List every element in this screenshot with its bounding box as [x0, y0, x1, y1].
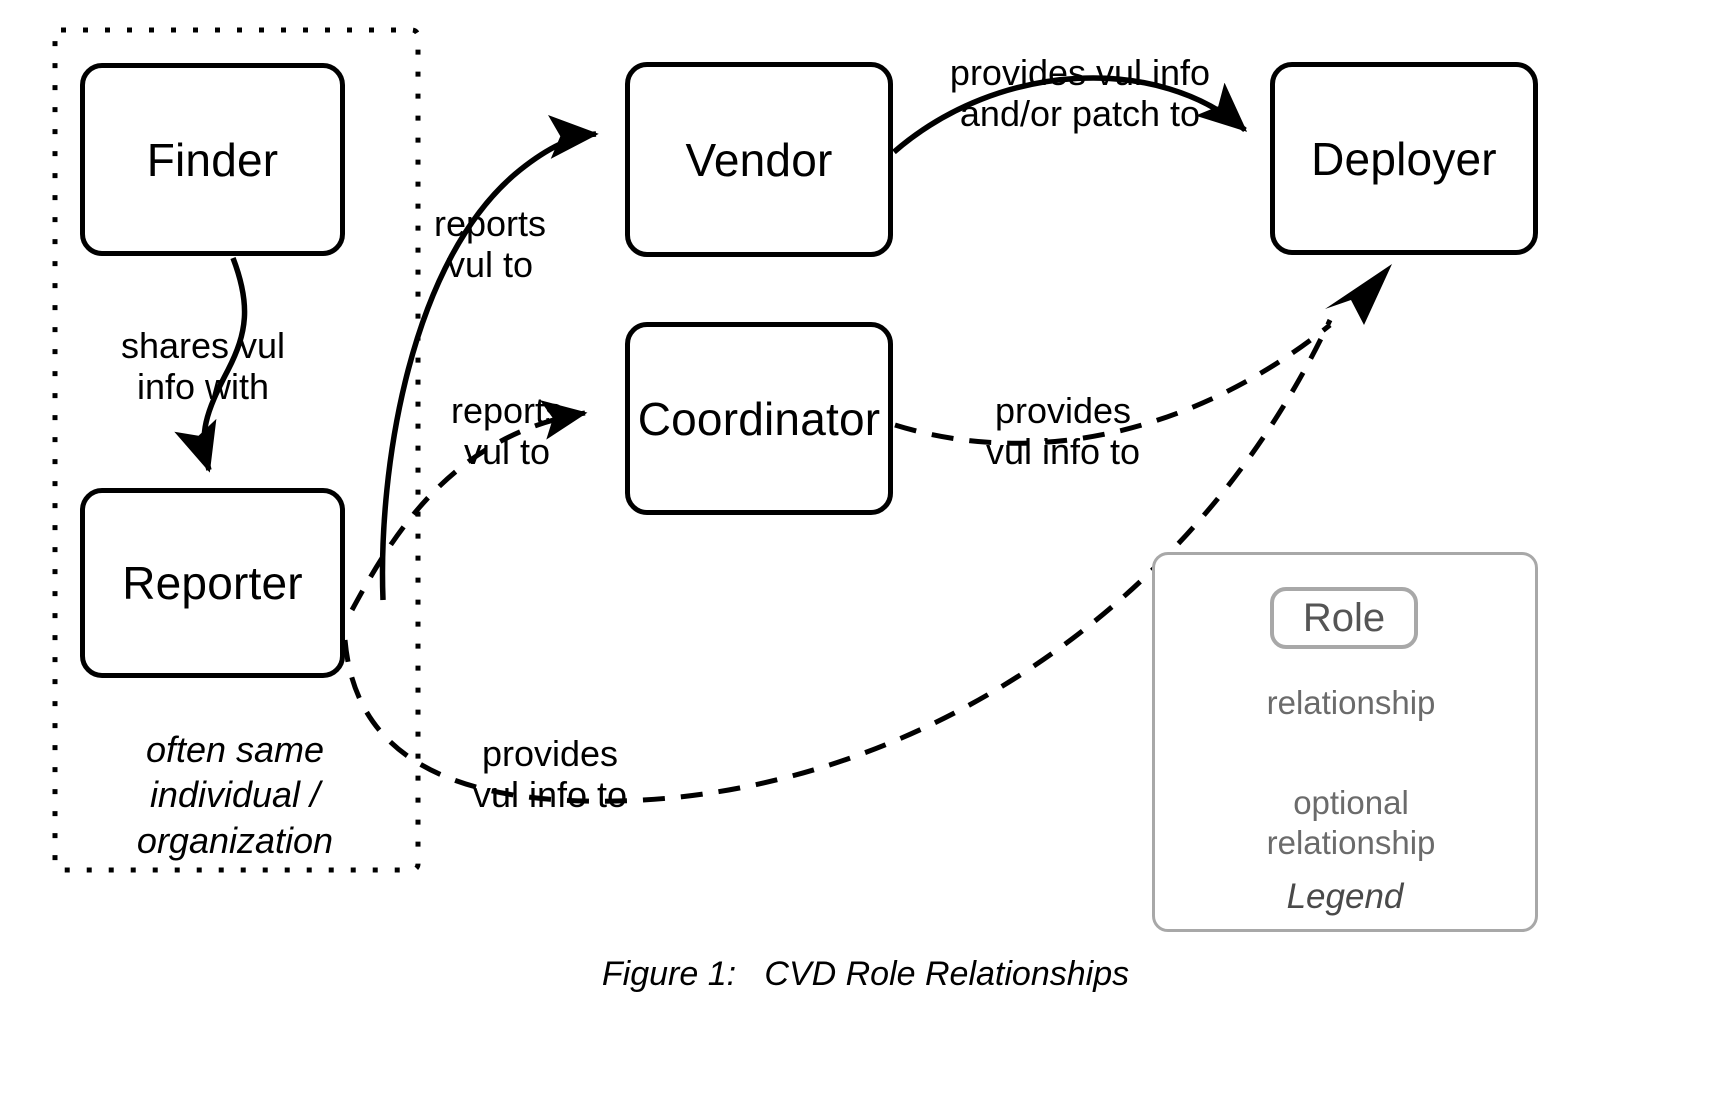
edge-reporter-deployer — [342, 318, 1333, 804]
edge-label-finder-reporter: shares vul info with — [120, 325, 286, 408]
node-vendor[interactable]: Vendor — [625, 62, 893, 257]
node-finder[interactable]: Finder — [80, 63, 345, 256]
legend-role-box: Role — [1270, 587, 1418, 649]
node-coordinator[interactable]: Coordinator — [625, 322, 893, 515]
legend-role-label: Role — [1302, 595, 1386, 640]
edge-label-reporter-deployer: provides vul info to — [472, 733, 628, 816]
edge-coordinator-deployer — [894, 323, 1332, 446]
edge-label-vendor-deployer: provides vul info and/or patch to — [949, 52, 1211, 135]
legend-panel: Role relationship optional relationship … — [1152, 552, 1538, 932]
node-reporter[interactable]: Reporter — [80, 488, 345, 678]
node-reporter-label: Reporter — [122, 557, 303, 609]
edge-label-reporter-coordinator: reports vul to — [450, 390, 564, 473]
edge-reporter-vendor — [379, 114, 599, 601]
node-coordinator-label: Coordinator — [637, 392, 881, 445]
legend-relationship-label: relationship — [1266, 684, 1436, 721]
node-deployer-label: Deployer — [1311, 132, 1497, 185]
legend-title: Legend — [1286, 877, 1404, 916]
edge-label-coordinator-deployer: provides vul info to — [985, 390, 1141, 473]
group-note: often same individual / organization — [136, 729, 334, 861]
node-deployer[interactable]: Deployer — [1270, 62, 1538, 255]
deployer-dashed-arrowhead — [1325, 264, 1392, 325]
node-finder-label: Finder — [146, 133, 279, 186]
figure-caption: Figure 1: CVD Role Relationships — [601, 955, 1130, 993]
node-vendor-label: Vendor — [685, 133, 833, 186]
edge-label-reporter-vendor: reports vul to — [433, 203, 547, 286]
legend-optional-label: optional relationship — [1266, 784, 1436, 861]
edge-vendor-deployer — [892, 75, 1248, 155]
group-dotted-boundary — [52, 27, 421, 873]
edge-finder-reporter — [174, 257, 248, 473]
edge-reporter-coordinator — [349, 400, 588, 612]
